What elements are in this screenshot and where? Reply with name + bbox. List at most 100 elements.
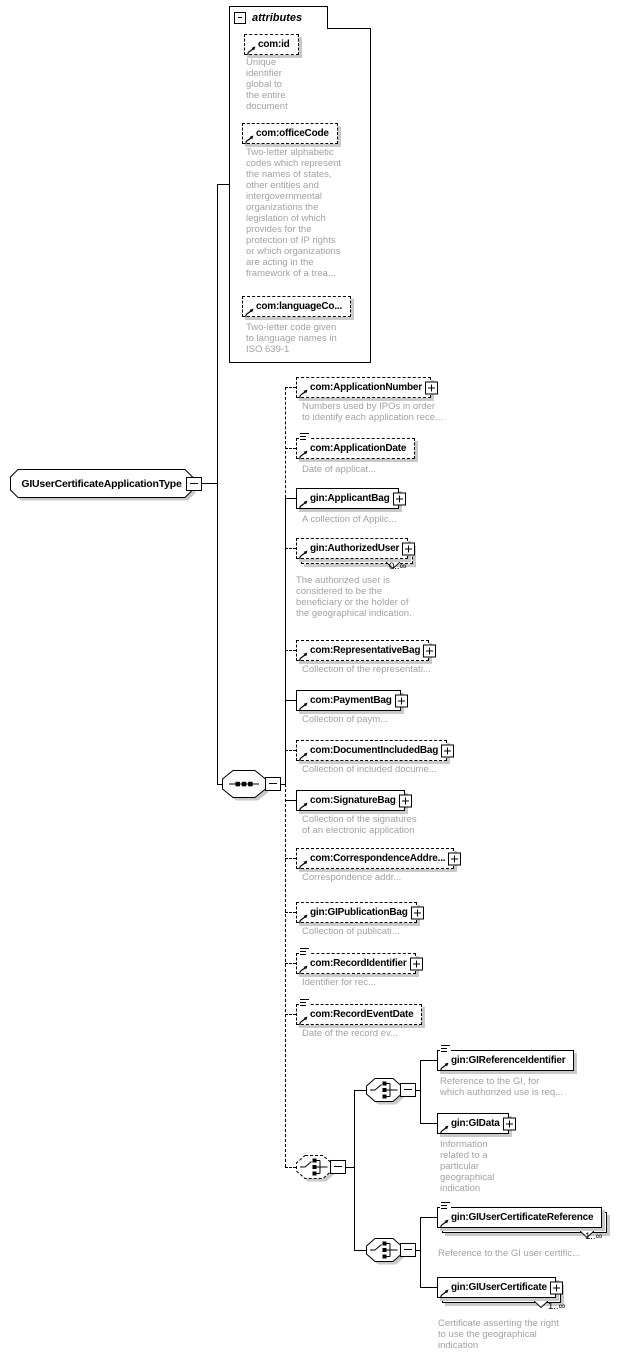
- attribute-name: com:id: [258, 39, 290, 50]
- expand-icon[interactable]: [448, 852, 462, 865]
- annotation-text: Correspondence addr...: [302, 872, 402, 883]
- element-com-recordidentifier[interactable]: com:RecordIdentifier: [296, 947, 423, 975]
- connector-line: [285, 912, 296, 913]
- element-reference-arrow-icon: [299, 914, 308, 924]
- element-gin-giusercertificatereference[interactable]: gin:GIUserCertificateReference: [437, 1201, 603, 1239]
- connector-line: [354, 1090, 355, 1250]
- connector-line: [420, 1123, 437, 1124]
- occurrence-label: 1..∞: [585, 1231, 603, 1242]
- choice-compositor[interactable]: [366, 1238, 406, 1271]
- connector-line: [416, 1090, 420, 1091]
- connector-line: [285, 1167, 296, 1168]
- attribute-com-officecode[interactable]: com:officeCode: [242, 123, 338, 145]
- element-name: gin:GIPublicationBag: [310, 907, 408, 918]
- element-name: com:RecordIdentifier: [310, 958, 407, 969]
- element-name: com:RepresentativeBag: [310, 645, 421, 656]
- expand-icon[interactable]: [394, 694, 408, 707]
- collapse-icon[interactable]: [234, 12, 246, 24]
- element-com-representativebag[interactable]: com:RepresentativeBag: [296, 640, 437, 662]
- choice-icon: [296, 1155, 335, 1182]
- annotation-text: Date of the record ev...: [302, 1028, 398, 1039]
- annotation-text: Numbers used by IPOs in order to identif…: [302, 401, 444, 423]
- element-name: com:CorrespondenceAddre...: [310, 853, 446, 864]
- element-com-correspondenceaddress[interactable]: com:CorrespondenceAddre...: [296, 848, 462, 870]
- connector-line: [285, 784, 286, 1167]
- element-gin-authorizeduser[interactable]: gin:AuthorizedUser: [296, 538, 416, 570]
- element-gin-gireferenceidentifier[interactable]: gin:GIReferenceIdentifier: [437, 1044, 575, 1072]
- element-reference-arrow-icon: [299, 550, 308, 560]
- element-com-applicationdate[interactable]: com:ApplicationDate: [296, 432, 416, 460]
- facets-icon: [299, 998, 310, 1007]
- element-reference-arrow-icon: [299, 702, 308, 712]
- choice-compositor[interactable]: [366, 1078, 406, 1111]
- expand-icon[interactable]: [392, 492, 406, 505]
- collapse-icon[interactable]: [330, 1160, 346, 1174]
- element-reference-arrow-icon: [299, 802, 308, 812]
- annotation-text: Collection of the representati...: [302, 664, 431, 675]
- expand-icon[interactable]: [410, 906, 424, 919]
- element-name: com:ApplicationNumber: [310, 382, 422, 393]
- connector-line: [285, 750, 296, 751]
- attribute-reference-arrow-icon: [245, 135, 254, 145]
- element-com-paymentbag[interactable]: com:PaymentBag: [296, 690, 408, 712]
- expand-icon[interactable]: [424, 381, 438, 394]
- collapse-icon[interactable]: [400, 1083, 416, 1097]
- element-com-recordeventdate[interactable]: com:RecordEventDate: [296, 998, 423, 1026]
- annotation-text: Certificate asserting the right to use t…: [438, 1318, 559, 1351]
- expand-icon[interactable]: [549, 1281, 563, 1294]
- connector-line: [285, 650, 296, 651]
- expand-icon[interactable]: [441, 744, 455, 757]
- expand-icon[interactable]: [409, 957, 423, 970]
- expand-icon[interactable]: [402, 542, 416, 555]
- element-com-signaturebag[interactable]: com:SignatureBag: [296, 790, 412, 812]
- annotation-text: Reference to the GI user certific...: [438, 1248, 581, 1259]
- annotation-text: Collection of paym...: [302, 714, 389, 725]
- root-type-node[interactable]: GIUserCertificateApplicationType: [10, 469, 202, 501]
- expand-icon[interactable]: [502, 1117, 516, 1130]
- element-gin-gidata[interactable]: gin:GIData: [437, 1113, 516, 1135]
- connector-line: [416, 1250, 420, 1251]
- element-reference-arrow-icon: [299, 500, 308, 510]
- expand-icon[interactable]: [423, 644, 437, 657]
- attribute-reference-arrow-icon: [245, 308, 254, 318]
- element-name: com:RecordEventDate: [310, 1009, 414, 1020]
- multiplicity-chevron-icon: [533, 1301, 548, 1309]
- element-com-applicationnumber[interactable]: com:ApplicationNumber: [296, 377, 438, 399]
- connector-line: [201, 483, 217, 484]
- element-name: com:DocumentIncludedBag: [310, 745, 439, 756]
- choice-compositor[interactable]: [296, 1155, 336, 1188]
- attributes-label: attributes: [252, 12, 303, 24]
- element-com-documentincludedbag[interactable]: com:DocumentIncludedBag: [296, 740, 455, 762]
- root-type-shape: [10, 469, 196, 501]
- element-name: gin:ApplicantBag: [310, 493, 390, 504]
- element-reference-arrow-icon: [299, 389, 308, 399]
- element-name: com:PaymentBag: [310, 695, 392, 706]
- collapse-icon[interactable]: [265, 777, 281, 791]
- annotation-text: Two-letter alphabetic codes which repres…: [246, 147, 342, 279]
- connector-line: [420, 1217, 421, 1287]
- connector-line: [285, 800, 296, 801]
- element-gin-gipublicationbag[interactable]: gin:GIPublicationBag: [296, 902, 424, 924]
- element-name: com:SignatureBag: [310, 795, 396, 806]
- element-reference-arrow-icon: [440, 1219, 449, 1229]
- annotation-text: Reference to the GI, for which authorize…: [440, 1076, 564, 1098]
- expand-icon[interactable]: [398, 794, 412, 807]
- annotation-text: Collection of included docume...: [302, 764, 437, 775]
- connector-line: [285, 498, 296, 499]
- collapse-icon[interactable]: [186, 477, 202, 491]
- element-reference-arrow-icon: [440, 1125, 449, 1135]
- element-gin-giusercertificate[interactable]: gin:GIUserCertificate: [437, 1277, 563, 1309]
- connector-line: [285, 498, 286, 784]
- element-gin-applicantbag[interactable]: gin:ApplicantBag: [296, 488, 406, 510]
- attributes-tab[interactable]: attributes: [229, 6, 328, 29]
- collapse-icon[interactable]: [400, 1243, 416, 1257]
- attribute-com-languagecode[interactable]: com:languageCo...: [242, 296, 352, 318]
- attribute-com-id[interactable]: com:id: [244, 34, 299, 56]
- sequence-compositor[interactable]: [222, 770, 270, 807]
- element-reference-arrow-icon: [299, 1016, 308, 1026]
- connector-line: [285, 1014, 296, 1015]
- element-name: gin:GIReferenceIdentifier: [451, 1055, 566, 1066]
- connector-line: [217, 184, 229, 185]
- connector-line: [354, 1090, 366, 1091]
- connector-line: [217, 184, 218, 784]
